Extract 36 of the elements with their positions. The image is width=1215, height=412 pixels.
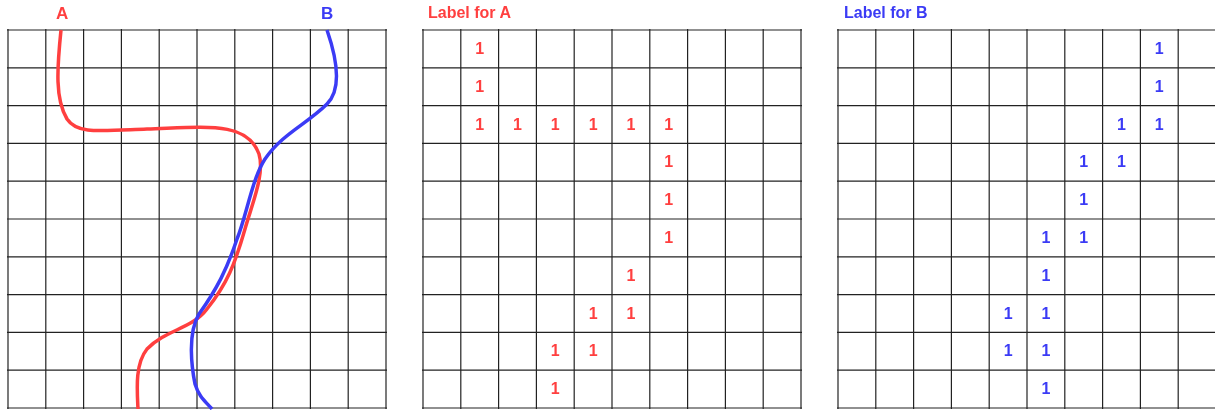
curve-label: A	[56, 5, 69, 22]
grid-value: 1	[1040, 267, 1052, 284]
grid-value: 1	[1078, 192, 1090, 209]
grid-title: Label for B	[844, 5, 928, 21]
grid-value: 1	[1153, 78, 1165, 95]
grid-value: 1	[1040, 381, 1052, 398]
grid-value: 1	[1002, 343, 1014, 360]
grid-value: 1	[587, 305, 599, 322]
grid-value: 1	[549, 381, 561, 398]
grid-value: 1	[663, 192, 675, 209]
grid-value: 1	[1116, 154, 1127, 171]
grid-value: 1	[1116, 116, 1127, 133]
grid-value: 1	[625, 305, 637, 322]
grid-value: 1	[1040, 343, 1052, 360]
grid-title: Label for A	[428, 5, 511, 21]
grid-value: 1	[474, 116, 486, 133]
grid-value: 1	[1153, 40, 1165, 57]
grid-value: 1	[512, 116, 523, 133]
grid-value: 1	[625, 267, 637, 284]
grid-value: 1	[1078, 229, 1090, 246]
grid-value: 1	[1040, 229, 1052, 246]
grid-value: 1	[1002, 305, 1014, 322]
grid-value: 1	[587, 343, 599, 360]
grid-value: 1	[663, 116, 675, 133]
curve-label: B	[321, 5, 334, 22]
grid-value: 1	[1040, 305, 1052, 322]
grid-value: 1	[474, 78, 486, 95]
grid-value: 1	[1078, 154, 1090, 171]
grid-value: 1	[1153, 116, 1165, 133]
grid-value: 1	[474, 40, 486, 57]
grid-value: 1	[549, 343, 561, 360]
grid-value: 1	[663, 154, 675, 171]
grid-value: 1	[587, 116, 599, 133]
grid-value: 1	[549, 116, 561, 133]
grid-value: 1	[663, 229, 675, 246]
grid-value: 1	[625, 116, 637, 133]
